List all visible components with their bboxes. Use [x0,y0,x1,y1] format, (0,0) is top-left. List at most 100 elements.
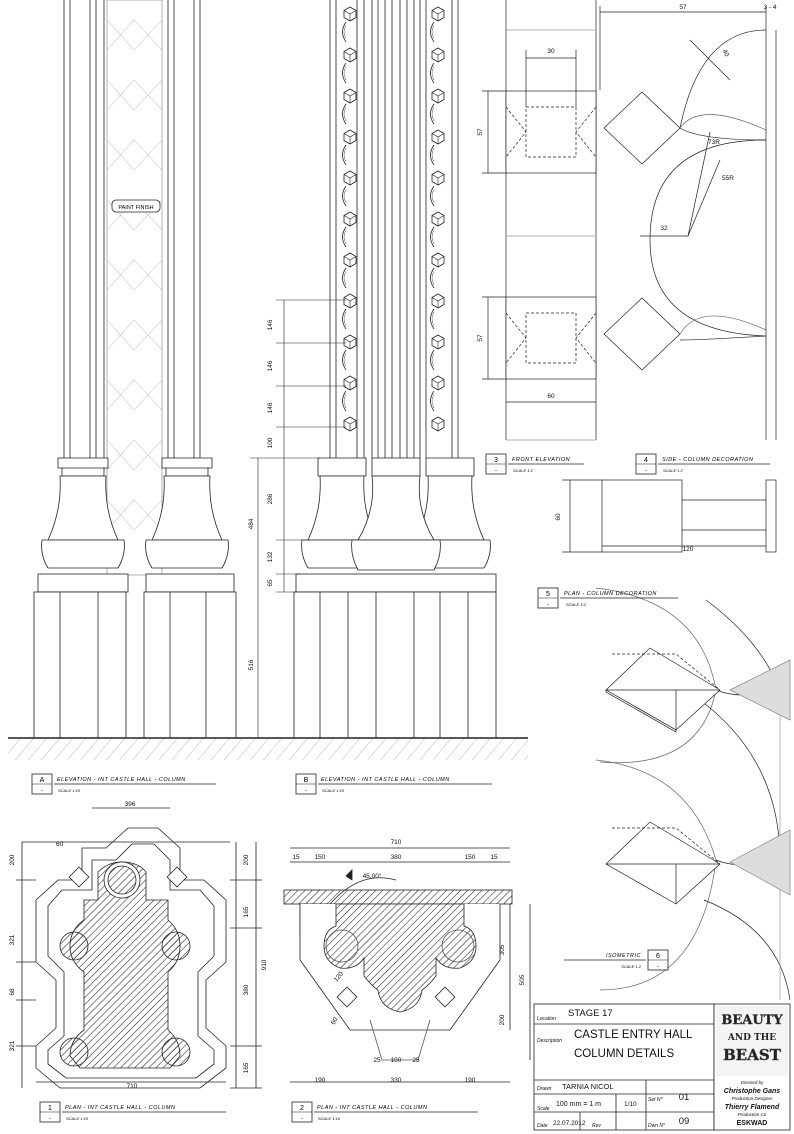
dim-200-plan2: 200 [499,1014,506,1025]
film-logo: BEAUTY AND THE BEAST [713,1003,791,1131]
dim-321-left-b: 321 [9,1040,16,1051]
side-column-dims: 60 120 [555,513,694,553]
dim-60: 60 [547,393,555,400]
elevation-b-dimension-text: 146 146 146 100 286 484 132 65 516 [248,319,274,670]
dim-150-left: 150 [315,854,326,861]
dim-321-left-a: 321 [9,934,16,945]
detail-3-number: 3 [494,457,498,464]
dim-200-left-top: 200 [9,854,16,865]
elevation-b [329,0,459,458]
dim-57-top: 57 [679,4,687,11]
dim-60-plan1: 60 [56,841,64,848]
dim-60-plan2: 60 [330,1016,340,1026]
dim-330: 330 [391,1077,402,1084]
dim-60-side: 60 [555,513,562,521]
logo-line3: BEAST [723,1046,782,1064]
detail-5-title: PLAN - COLUMN DECORATION [564,591,657,597]
description-line1: CASTLE ENTRY HALL [574,1029,693,1041]
ground-line [8,737,528,760]
elevation-b-decorations [342,6,445,432]
front-elevation-dims: 30 57 57 60 [477,48,555,400]
paint-finish-label: PAINT FINISH [118,205,153,211]
detail-b-title: ELEVATION - INT CASTLE HALL - COLUMN [321,777,450,783]
dim-25-right: 25 [412,1057,420,1064]
dim-396: 396 [125,801,136,808]
dim-286: 286 [267,493,274,504]
dim-32: 32 [660,225,668,232]
detail-5-scale: SCALE 1:2 [566,602,587,607]
set-value: 01 [679,1092,690,1103]
dim-25-left: 25 [373,1057,381,1064]
dwn-value: 09 [679,1116,690,1127]
detail-5-sub: - [547,602,549,608]
dim-15-right: 15 [490,854,498,861]
dim-55r: 55R [722,175,734,182]
dim-57-b: 57 [477,334,484,342]
detail-tag-1: 1 - PLAN - INT CASTLE HALL - COLUMN SCAL… [39,1101,226,1123]
scale-label: Scale [537,1106,550,1112]
dim-146-c: 146 [267,402,274,413]
elevation-b-dimensions [250,299,346,739]
dim-710-plan2: 710 [391,839,402,846]
drawn-value: TARNIA NICOL [562,1082,614,1091]
detail-tag-6: 6 - ISOMETRIC SCALE 1:2 [564,949,669,971]
detail-tag-5: 5 - PLAN - COLUMN DECORATION SCALE 1:2 [537,587,678,609]
detail-4-sub: - [645,468,647,474]
detail-b-scale: SCALE 1:10 [322,788,345,793]
dim-40: 40 [720,48,730,58]
detail-3-sub: - [495,468,497,474]
scale-ratio: 1/10 [624,1101,637,1108]
credits: Directed by Christophe Gans Production D… [724,1080,781,1127]
dim-100-plan2: 100 [391,1057,402,1064]
detail-2-number: 2 [300,1105,304,1112]
dim-165-bottom: 165 [243,1062,250,1073]
date-value: 22.07.2012 [553,1120,586,1127]
detail-1-number: 1 [48,1105,52,1112]
detail-5-number: 5 [546,591,550,598]
detail-1-sub: - [49,1116,51,1122]
plan-1-dims: 396 60 200 321 68 321 200 165 910 380 16… [9,801,268,1090]
dim-165-top: 165 [243,906,250,917]
side-decoration-detail [599,6,777,440]
directed-label: Directed by [741,1080,765,1085]
dim-190-right: 190 [465,1077,476,1084]
designer-name: Thierry Flamend [725,1104,780,1111]
detail-a-scale: SCALE 1:10 [58,788,81,793]
detail-6-number: 6 [656,953,660,960]
title-block-text: Location STAGE 17 Description CASTLE ENT… [537,1008,693,1129]
dim-484: 484 [248,518,255,529]
logo-line1: BEAUTY [721,1013,783,1028]
detail-tag-2: 2 - PLAN - INT CASTLE HALL - COLUMN SCAL… [291,1101,478,1123]
description-label: Description [537,1038,562,1044]
location-value: STAGE 17 [568,1008,613,1019]
detail-2-scale: SCALE 1:10 [318,1116,341,1121]
detail-4-number: 4 [644,457,648,464]
dim-132: 132 [267,551,274,562]
drawn-label: Drawn [537,1086,552,1092]
detail-6-scale: SCALE 1:2 [621,964,642,969]
detail-tag-a: A - ELEVATION - INT CASTLE HALL - COLUMN… [31,773,216,795]
dim-516: 516 [248,659,255,670]
detail-6-title: ISOMETRIC [606,953,641,959]
elevation-b-bases [293,457,497,739]
plan-2 [283,847,531,1083]
dim-146-a: 146 [267,319,274,330]
dim-57-a: 57 [477,128,484,136]
detail-2-title: PLAN - INT CASTLE HALL - COLUMN [317,1105,427,1111]
detail-6-sub: - [657,964,659,970]
detail-3-title: FRONT ELEVATION [512,457,570,463]
front-elevation-detail [482,0,597,441]
detail-4-scale: SCALE 1:2 [663,468,684,473]
dim-305: 305 [499,944,506,955]
company-name: ESKWAD [737,1120,768,1127]
plan-2-dims: 710 15 150 380 150 15 45.00° 305 505 120… [292,839,526,1084]
detail-3-scale: SCALE 1:2 [513,468,534,473]
detail-a-title: ELEVATION - INT CASTLE HALL - COLUMN [57,777,186,783]
dim-68: 68 [9,988,16,996]
detail-b-number: B [304,777,309,784]
dim-3-4: 3 - 4 [763,4,776,11]
dim-100: 100 [267,437,274,448]
title-block [533,1003,715,1131]
plan-1 [16,807,262,1089]
dim-73r: 73R [708,139,720,146]
